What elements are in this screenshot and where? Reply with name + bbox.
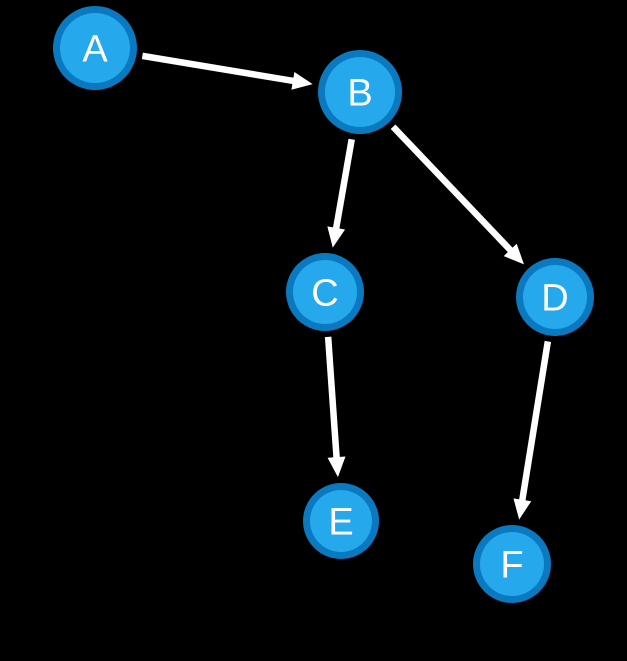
edge-A-B-shaft (141, 52, 296, 85)
edge-C-E-arrowhead-icon (327, 456, 346, 478)
node-E[interactable]: E (303, 483, 379, 559)
node-B[interactable]: B (318, 50, 402, 134)
node-A-body (60, 13, 130, 83)
edge-B-C-shaft (332, 138, 355, 231)
node-E-body (310, 490, 372, 552)
edge-C-E (324, 336, 346, 478)
node-F[interactable]: F (473, 525, 551, 603)
edge-B-C (327, 138, 355, 248)
edge-C-E-shaft (324, 336, 340, 460)
edge-D-F-arrowhead-icon (513, 498, 532, 520)
node-B-body (325, 57, 395, 127)
node-A[interactable]: A (53, 6, 137, 90)
edge-D-F-shaft (518, 340, 552, 503)
edge-B-C-arrowhead-icon (327, 226, 346, 248)
edge-A-B (141, 52, 313, 90)
node-C-body (293, 260, 357, 324)
edge-D-F (513, 340, 552, 520)
node-D[interactable]: D (516, 258, 594, 336)
node-D-body (523, 265, 587, 329)
node-F-body (480, 532, 544, 596)
edge-B-D (390, 124, 524, 265)
edge-B-D-shaft (390, 124, 514, 254)
node-C[interactable]: C (286, 253, 364, 331)
edge-B-D-arrowhead-icon (503, 243, 524, 265)
edge-A-B-arrowhead-icon (291, 71, 313, 90)
